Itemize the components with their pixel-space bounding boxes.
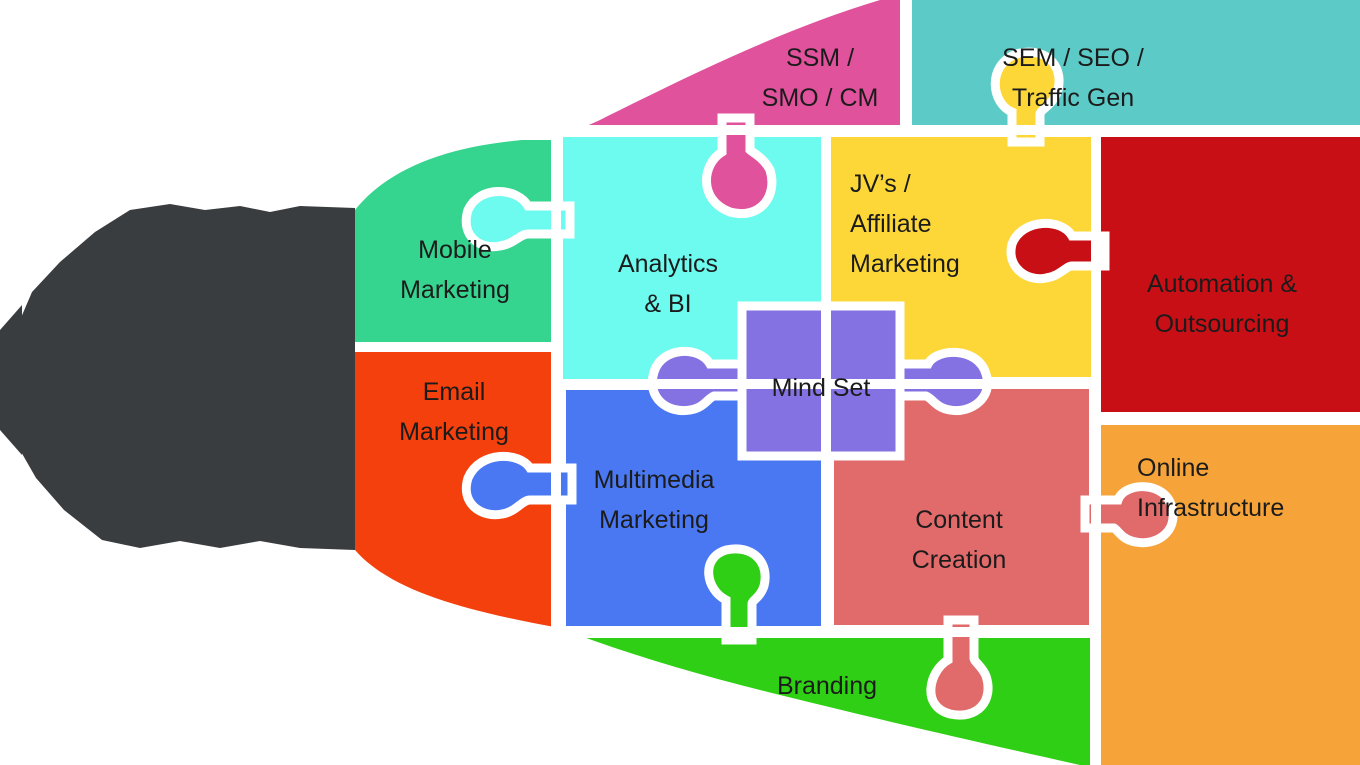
label-line: Affiliate [850,210,932,238]
knob-multimedia [461,452,577,520]
piece-branding [560,638,1090,765]
piece-sem [912,0,1360,130]
label-branding: Branding [777,672,877,700]
label-line: Infrastructure [1137,494,1284,522]
label-line: Marketing [400,276,510,304]
knob-branding [704,544,770,645]
puzzle-pieces [355,0,1360,765]
knob-content-right [1080,482,1178,548]
label-line: Automation & [1147,270,1297,298]
knob-content [926,615,993,720]
label-line: Creation [912,546,1007,574]
label-line: Traffic Gen [1012,84,1134,112]
label-line: Marketing [399,418,509,446]
label-sem: SEM / SEO / Traffic Gen [1002,44,1144,112]
label-mindset: Mind Set [772,374,871,402]
piece-online [1101,425,1360,765]
label-line: Multimedia [594,466,715,494]
label-line: & BI [644,290,691,318]
labels: SSM / SMO / CM SEM / SEO / Traffic Gen Mob… [399,44,1297,700]
label-ssm: SSM / SMO / CM [762,44,879,112]
label-line: Branding [777,672,877,700]
knob-automation [1006,219,1110,284]
label-line: JV’s / [850,170,911,198]
puzzle-knobs [461,47,1178,720]
label-line: Mobile [418,236,492,264]
label-line: SSM / [786,44,854,72]
knob-ssm [702,113,777,218]
bulb-base [20,204,355,550]
label-line: Online [1137,454,1209,482]
label-line: SMO / CM [762,84,879,112]
label-line: Marketing [850,250,960,278]
label-line: Mind Set [772,374,871,402]
piece-automation [1101,137,1360,412]
label-line: Marketing [599,506,709,534]
label-line: Email [423,378,486,406]
knob-analytics [461,187,575,252]
label-line: Analytics [618,250,718,278]
label-line: Content [915,506,1003,534]
label-line: SEM / SEO / [1002,44,1144,72]
bulb-tip [0,305,22,455]
knob-jv-up [990,47,1064,147]
label-analytics: Analytics & BI [618,250,718,318]
separators [355,0,1360,765]
label-line: Outsourcing [1155,310,1290,338]
label-automation: Automation & Outsourcing [1147,270,1297,338]
